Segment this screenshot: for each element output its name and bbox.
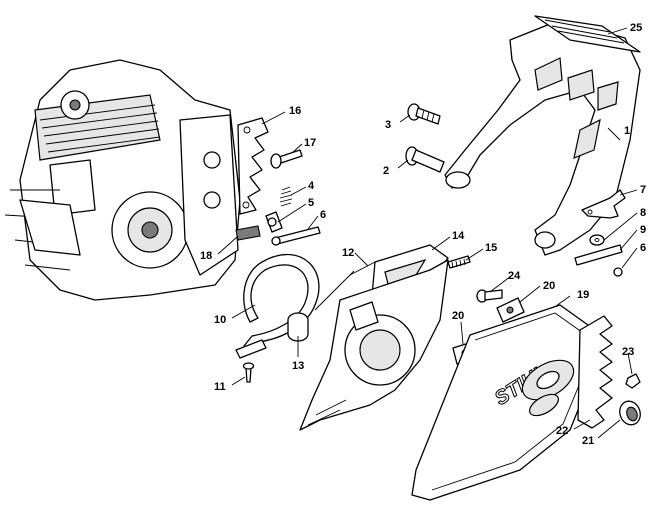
label-13: 13 [292, 360, 304, 372]
label-23: 23 [622, 346, 634, 358]
part-1-hand-guard [444, 19, 641, 256]
label-19: 19 [577, 289, 589, 301]
part-25-label [534, 15, 641, 53]
part-11-screw [242, 362, 255, 383]
label-8: 8 [640, 207, 646, 219]
label-17: 17 [304, 137, 316, 149]
label-2: 2 [383, 165, 389, 177]
leader-lines [217, 27, 638, 439]
label-4: 4 [308, 180, 315, 192]
part-19-sprocket-cover: STIHL [411, 304, 596, 501]
label-6-left: 6 [320, 209, 326, 221]
part-5-pin [265, 211, 283, 233]
label-3: 3 [385, 119, 391, 131]
label-14: 14 [452, 230, 465, 242]
part-6-washer-right [613, 267, 623, 277]
part-6-lever [271, 226, 321, 246]
part-16-chain-guard-plate [237, 117, 269, 215]
part-7-lever [581, 189, 626, 219]
label-7: 7 [640, 184, 646, 196]
part-18-block [235, 225, 261, 241]
label-16: 16 [289, 105, 301, 117]
label-20-lower: 20 [452, 310, 464, 322]
part-2-bushing [405, 146, 445, 173]
part-12-spring [314, 261, 376, 311]
part-4-spring [279, 186, 293, 207]
label-6-right: 6 [640, 242, 646, 254]
sprocket-cover-carrier [299, 259, 449, 431]
part-3-bushing-screw [407, 103, 441, 125]
part-15-screw [447, 255, 471, 269]
label-12: 12 [342, 247, 354, 259]
label-20-upper: 20 [543, 280, 555, 292]
label-21: 21 [582, 435, 594, 447]
label-11: 11 [214, 381, 226, 393]
part-24-screw [476, 289, 503, 303]
label-1: 1 [624, 125, 630, 137]
part-8-washer [589, 234, 605, 246]
part-21-nut [619, 400, 641, 426]
label-22: 22 [556, 425, 568, 437]
part-number-labels: 16 17 4 5 6 18 10 11 13 12 14 15 3 2 1 2… [200, 22, 646, 447]
label-18: 18 [200, 250, 212, 262]
part-17-screw [270, 149, 303, 169]
part-23-nut [625, 373, 641, 389]
label-5: 5 [308, 197, 314, 209]
label-15: 15 [485, 242, 497, 254]
part-20-nut-plate-upper [496, 297, 525, 323]
label-10: 10 [214, 314, 226, 326]
part-9-link [574, 244, 623, 266]
label-9: 9 [640, 224, 646, 236]
part-22-guard-plate [577, 315, 613, 429]
label-25: 25 [630, 22, 642, 34]
part-10-brake-band [235, 253, 320, 359]
label-24: 24 [508, 270, 521, 282]
engine-block [4, 59, 241, 301]
